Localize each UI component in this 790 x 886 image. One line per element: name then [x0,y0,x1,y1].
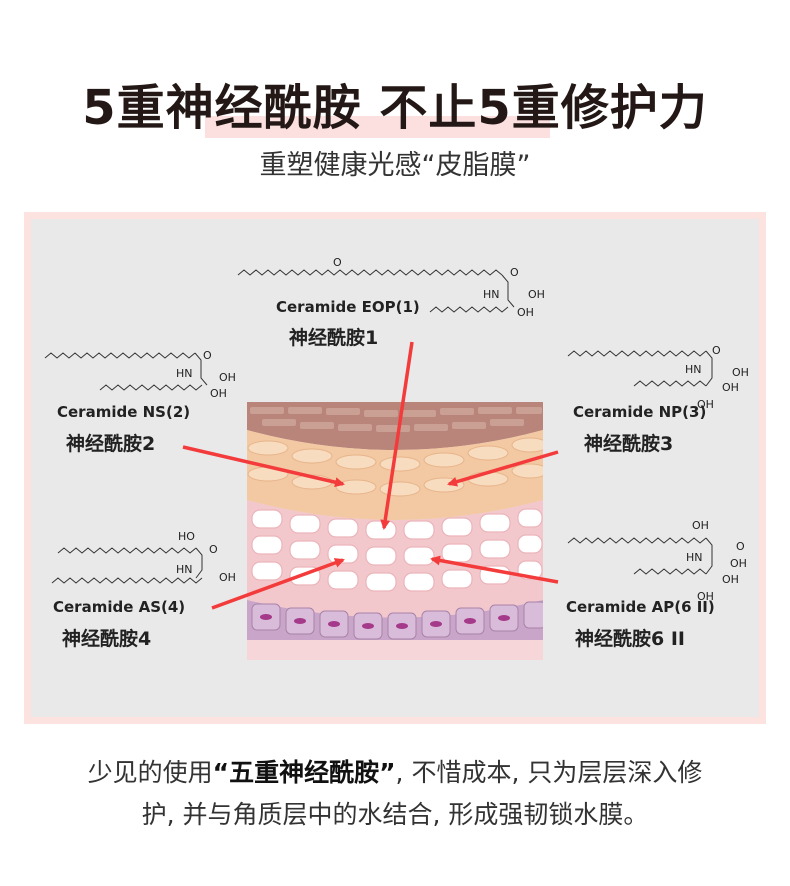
chem-oh: OH [722,573,739,586]
chem-o: O [209,543,218,556]
chem-ho: HO [178,530,195,543]
molecule-np [567,350,707,357]
chem-oh: OH [722,381,739,394]
chem-o: O [333,256,342,269]
chem-oh: OH [697,398,714,411]
chem-o: O [712,344,721,357]
ceramide-eop-cn: 神经酰胺1 [289,327,379,349]
chem-oh: OH [219,571,236,584]
chem-hn: HN [176,563,193,576]
chem-oh: OH [210,387,227,400]
arrows [182,341,559,610]
arrow-np [447,450,559,487]
footer-post: , 不惜成本, 只为层层深入修 [395,758,703,787]
chem-oh: OH [730,557,747,570]
ceramide-as-en: Ceramide AS(4) [53,598,186,616]
molecule-ns [44,352,196,359]
chem-oh: OH [732,366,749,379]
ceramide-eop-en: Ceramide EOP(1) [276,298,420,316]
chem-hn: HN [685,363,702,376]
ceramide-ap-en: Ceramide AP(6 II) [566,598,715,616]
ceramide-np-cn: 神经酰胺3 [584,433,674,455]
ceramide-ns-cn: 神经酰胺2 [66,433,156,455]
ceramide-ap-cn: 神经酰胺6 II [575,628,685,650]
chem-oh: OH [692,519,709,532]
ceramide-ns-en: Ceramide NS(2) [57,403,191,421]
chem-oh: OH [528,288,545,301]
molecule-structures [44,269,713,584]
footer-line-2: 护, 并与角质层中的水结合, 形成强韧锁水膜。 [141,800,649,829]
footer-pre: 少见的使用 [87,758,213,787]
chem-hn: HN [686,551,703,564]
arrow-as [211,558,345,610]
page-title: 5重神经酰胺 不止5重修护力 [82,80,708,136]
chem-hn: HN [483,288,500,301]
footer-text: 少见的使用“五重神经酰胺”, 不惜成本, 只为层层深入修 护, 并与角质层中的水… [0,752,790,836]
chem-o: O [736,540,745,553]
arrow-ns [182,445,345,488]
chem-oh: OH [517,306,534,319]
chem-hn: HN [176,367,193,380]
arrow-eop [380,341,414,530]
ceramide-np-en: Ceramide NP(3) [573,403,707,421]
title-block: 5重神经酰胺 不止5重修护力 [0,78,790,138]
footer-bold: “五重神经酰胺” [212,758,396,787]
title-highlight [205,116,550,138]
footer-line-1: 少见的使用“五重神经酰胺”, 不惜成本, 只为层层深入修 [0,752,790,794]
molecule-eop [237,269,503,276]
chem-o: O [510,266,519,279]
molecule-as [57,547,197,554]
basal-nuclei [260,614,510,629]
arrow-ap [430,555,559,584]
chem-oh: OH [697,590,714,603]
chem-o: O [203,349,212,362]
brick-layer [250,407,542,432]
page-subtitle: 重塑健康光感“皮脂膜” [259,150,531,181]
ceramide-as-cn: 神经酰胺4 [62,628,152,650]
granular-layer [247,437,543,497]
molecule-ap [567,537,707,544]
chem-oh: OH [219,371,236,384]
